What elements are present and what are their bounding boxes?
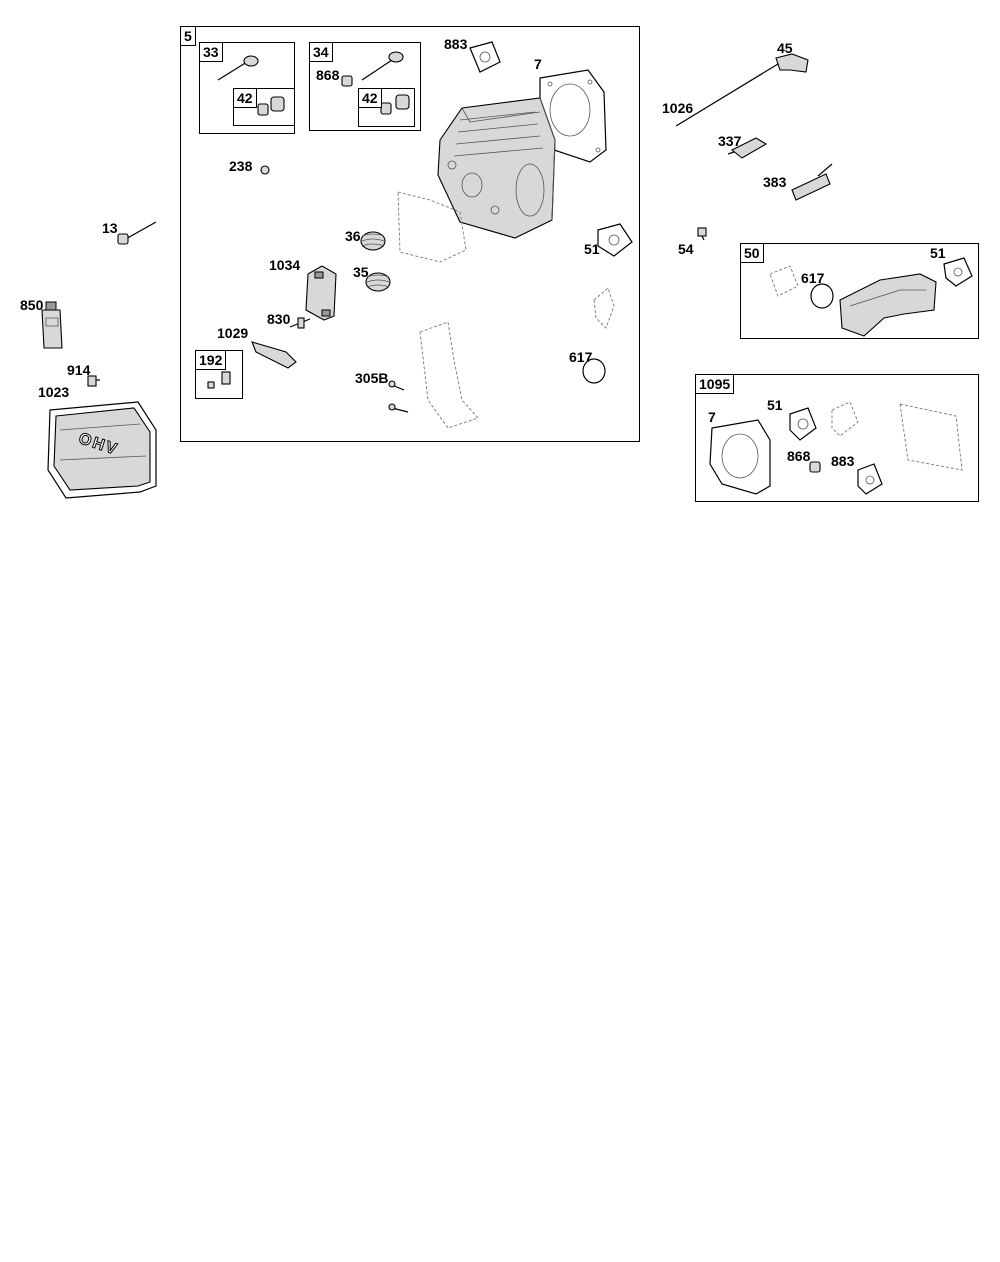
valve-cover-icon: [47, 401, 157, 499]
gasket-icon: [831, 401, 859, 437]
part-label-45: 45: [777, 40, 793, 56]
plug-icon: [260, 165, 270, 175]
kit-box-192: 192: [195, 350, 243, 399]
o-ring-icon: [582, 358, 606, 384]
valve-seal-icon: [341, 75, 353, 87]
part-label-7: 7: [708, 409, 716, 425]
valve-spring-icon: [365, 272, 391, 292]
valve-icon: [361, 51, 404, 81]
stud-icon: [289, 317, 311, 329]
part-label-868: 868: [787, 448, 811, 464]
kit-box-42a: 42: [233, 88, 295, 126]
part-label-36: 36: [345, 228, 361, 244]
gasket-icon: [593, 287, 615, 329]
valve-icon: [217, 55, 259, 81]
bolt-icon: [87, 375, 100, 387]
part-label-51: 51: [767, 397, 783, 413]
part-label-883: 883: [831, 453, 855, 469]
intake-manifold-icon: [839, 273, 937, 337]
part-label-850: 850: [20, 297, 44, 313]
part-label-51: 51: [584, 241, 600, 257]
part-label-1034: 1034: [269, 257, 301, 273]
part-label-617: 617: [569, 349, 593, 365]
part-label-1023: 1023: [38, 384, 70, 400]
spark-plug-wrench-icon: [791, 163, 833, 201]
part-label-868: 868: [316, 67, 340, 83]
assembly-tag: 5: [180, 26, 196, 46]
part-label-1029: 1029: [217, 325, 249, 341]
push-rod-icon: [675, 53, 809, 127]
spark-plug-icon: [727, 137, 768, 159]
valve-seal-icon: [257, 96, 285, 116]
bolt-icon: [117, 221, 157, 245]
kit-box-34: 34: [309, 42, 421, 131]
part-label-830: 830: [267, 311, 291, 327]
gasket-icon: [709, 419, 771, 495]
kit-tag: 33: [199, 42, 223, 62]
gasket-icon: [597, 223, 633, 257]
o-ring-icon: [810, 283, 834, 309]
part-label-51: 51: [930, 245, 946, 261]
part-label-337: 337: [718, 133, 742, 149]
kit-tag: 34: [309, 42, 333, 62]
assembly-box-50: 50: [740, 243, 979, 339]
kit-tag: 42: [358, 88, 382, 108]
gasket-icon: [469, 41, 501, 73]
gasket-icon: [943, 257, 973, 287]
valve-seal-icon: [380, 94, 410, 115]
kit-tag: 192: [195, 350, 227, 370]
part-label-54: 54: [678, 241, 694, 257]
kit-tag: 42: [233, 88, 257, 108]
rocker-arm-icon: [251, 341, 297, 369]
bolt-icon: [697, 227, 707, 241]
part-label-1026: 1026: [662, 100, 694, 116]
part-label-35: 35: [353, 264, 369, 280]
part-label-914: 914: [67, 362, 91, 378]
part-label-305b: 305B: [355, 370, 389, 386]
gasket-icon: [397, 191, 467, 263]
rocker-shaft-plate-icon: [305, 265, 337, 321]
part-label-7: 7: [534, 56, 542, 72]
adjusting-screw-icon: [207, 371, 231, 389]
bolt-icon: [388, 380, 409, 413]
gasket-icon: [789, 407, 817, 441]
air-guide-icon: [419, 321, 479, 429]
gasket-icon: [899, 403, 963, 471]
kit-box-1095: 1095: [695, 374, 979, 502]
cylinder-head-icon: [437, 97, 556, 239]
part-label-13: 13: [102, 220, 118, 236]
sealant-tube-icon: [41, 301, 63, 349]
valve-seal-icon: [809, 461, 821, 473]
assembly-tag: 50: [740, 243, 764, 263]
assembly-box-5: 5: [180, 26, 640, 442]
gasket-icon: [857, 463, 883, 495]
part-label-617: 617: [801, 270, 825, 286]
part-label-238: 238: [229, 158, 253, 174]
valve-spring-icon: [360, 231, 386, 251]
part-label-883: 883: [444, 36, 468, 52]
kit-tag: 1095: [695, 374, 735, 394]
kit-box-42b: 42: [358, 88, 415, 127]
part-label-383: 383: [763, 174, 787, 190]
